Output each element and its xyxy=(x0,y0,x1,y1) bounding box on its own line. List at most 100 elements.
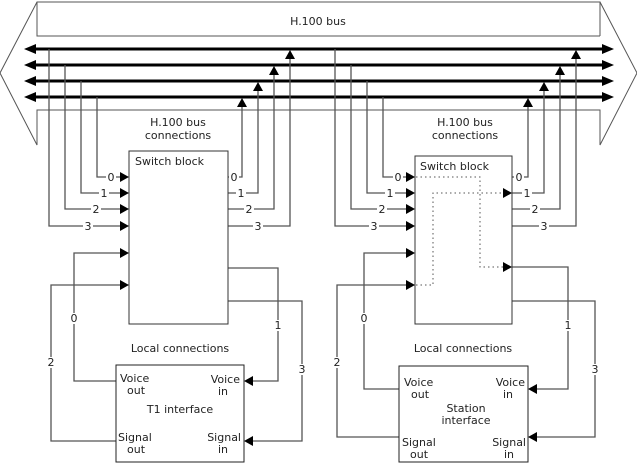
right-local-signal-out xyxy=(336,284,406,438)
left-bus-input-2 xyxy=(64,65,120,210)
left-bus-output-label-0-bg xyxy=(229,172,239,183)
bus-outline xyxy=(0,1,637,146)
right-bus-input-label-0-bg xyxy=(393,172,403,183)
left-bus-input-label-0: 0 xyxy=(108,171,115,184)
left-bus-input-label-1: 1 xyxy=(101,187,108,200)
t1-voice-out-2: out xyxy=(127,384,146,397)
right-local-signal-out-arrow xyxy=(406,280,415,290)
right-bus-input-label-2: 2 xyxy=(379,203,386,216)
left-bus-output-label-3: 3 xyxy=(255,220,262,233)
right-bus-input-arrow-2 xyxy=(406,204,415,214)
right-bus-output-arrow-3 xyxy=(571,50,581,59)
right-bus-output-arrow-1 xyxy=(539,82,549,91)
bus-arrow-right-1 xyxy=(602,60,614,70)
left-local-signal-out-label: 2 xyxy=(48,356,55,369)
left-local-voice-in-arrow xyxy=(244,376,253,386)
left-bus-output-arrow-1 xyxy=(253,82,263,91)
bus-arrow-left-1 xyxy=(24,60,36,70)
left-bus-input-label-0-bg xyxy=(106,172,116,183)
left-connections-label-1: H.100 bus xyxy=(150,116,206,129)
t1-signal-out-2: out xyxy=(127,443,146,456)
right-bus-input-label-3: 3 xyxy=(371,220,378,233)
bus-lines xyxy=(24,44,614,102)
station-interface-name-2: interface xyxy=(441,414,490,427)
right-local-voice-in-label: 1 xyxy=(565,319,572,332)
station-signal-in-2: in xyxy=(504,448,514,461)
right-bus-output-label-0-bg xyxy=(514,172,524,183)
right-bus-input-label-1: 1 xyxy=(387,187,394,200)
right-bus-output-label-1-bg xyxy=(522,188,532,199)
left-bus-output-arrow-3 xyxy=(285,50,295,59)
left-bus-output-label-0: 0 xyxy=(231,171,238,184)
t1-signal-in-2: in xyxy=(218,443,228,456)
left-local-signal-out-arrow xyxy=(120,280,129,290)
right-bus-output-label-0: 0 xyxy=(516,171,523,184)
left-bus-input-label-2: 2 xyxy=(93,203,100,216)
left-bus-input-arrow-3 xyxy=(120,221,129,231)
left-bus-input-label-3-bg xyxy=(83,221,93,232)
right-local-signal-out-label-bg xyxy=(332,357,342,368)
right-bus-input-label-3-bg xyxy=(369,221,379,232)
right-bus-input-3 xyxy=(334,49,406,227)
left-local-voice-out-label-bg xyxy=(69,313,79,324)
right-local-signal-in-label: 3 xyxy=(592,363,599,376)
right-local-voice-out-label-bg xyxy=(359,313,369,324)
t1-voice-in-2: in xyxy=(218,385,228,398)
left-bus-input-3 xyxy=(48,49,120,227)
left-bus-input-label-3: 3 xyxy=(85,220,92,233)
left-bus-output-0 xyxy=(228,106,243,178)
left-bus-output-label-3-bg xyxy=(253,221,263,232)
station-signal-out-2: out xyxy=(410,448,429,461)
route-arrow-bus1 xyxy=(503,188,512,198)
left-bus-output-3 xyxy=(228,58,291,227)
left-local-voice-in-label: 1 xyxy=(275,319,282,332)
right-switch-block xyxy=(414,155,513,325)
left-connections-label-2: connections xyxy=(145,129,212,142)
station-voice-in-1: Voice xyxy=(496,376,526,389)
station-voice-in-2: in xyxy=(503,388,513,401)
right-local-voice-in-label-bg xyxy=(563,320,573,331)
right-local-signal-in-label-bg xyxy=(590,364,600,375)
station-interface-box xyxy=(398,365,529,463)
right-bus-output-3 xyxy=(512,58,577,227)
left-bus-output-label-1-bg xyxy=(236,188,246,199)
left-local-signal-in-label-bg xyxy=(297,364,307,375)
station-voice-out-1: Voice xyxy=(404,376,434,389)
right-bus-output-label-3: 3 xyxy=(541,220,548,233)
bus-arrow-left-2 xyxy=(24,76,36,86)
t1-interface-name: T1 interface xyxy=(146,403,214,416)
right-local-voice-in-arrow xyxy=(528,384,537,394)
route-arrow-voice-in xyxy=(503,262,512,272)
station-signal-in-1: Signal xyxy=(492,436,526,449)
left-local-signal-out-label-bg xyxy=(46,357,56,368)
right-local-voice-out-arrow xyxy=(406,248,415,258)
switch-routes xyxy=(416,176,512,286)
right-switch-block-label: Switch block xyxy=(420,160,490,173)
right-bus-input-arrow-0 xyxy=(406,172,415,182)
right-bus-output-arrow-0 xyxy=(523,98,533,107)
right-bus-input-label-0: 0 xyxy=(395,171,402,184)
left-local-voice-out-arrow xyxy=(120,248,129,258)
left-bus-input-label-1-bg xyxy=(99,188,109,199)
station-voice-out-2: out xyxy=(411,388,430,401)
right-local-signal-out-label: 2 xyxy=(334,356,341,369)
route-bus0-to-voice-in xyxy=(416,176,503,268)
right-bus-input-label-1-bg xyxy=(385,188,395,199)
right-bus-input-label-2-bg xyxy=(377,204,387,215)
left-local-signal-out xyxy=(50,284,120,442)
left-local-voice-out xyxy=(73,252,120,382)
left-bus-output-arrow-0 xyxy=(237,98,247,107)
bus-arrow-left-3 xyxy=(24,92,36,102)
route-signal-out-to-bus1 xyxy=(416,192,503,286)
right-local-signal-in-arrow xyxy=(528,432,537,442)
right-local-label: Local connections xyxy=(414,342,513,355)
right-bus-output-arrow-2 xyxy=(555,66,565,75)
left-local-label: Local connections xyxy=(131,342,230,355)
t1-signal-in-1: Signal xyxy=(207,431,241,444)
left-local-voice-in-label-bg xyxy=(273,320,283,331)
t1-signal-out-1: Signal xyxy=(118,431,152,444)
left-bus-output-label-2-bg xyxy=(244,204,254,215)
left-bus-input-arrow-0 xyxy=(120,172,129,182)
